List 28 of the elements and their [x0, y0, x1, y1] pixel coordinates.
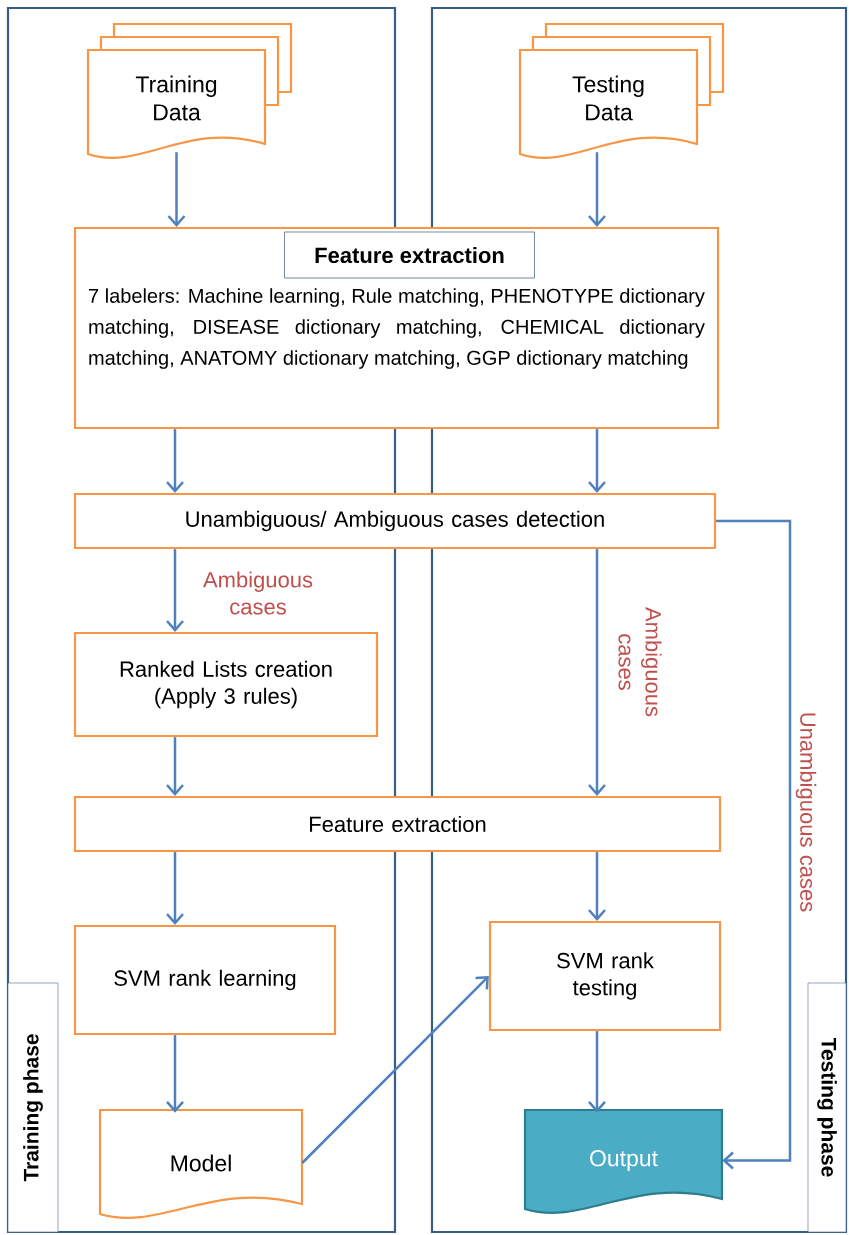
heading-box: Feature extraction — [284, 231, 535, 279]
process-box: Ranked Lists creation (Apply 3 rules) — [73, 631, 379, 738]
edge-label: Ambiguous cases — [617, 591, 663, 733]
arrow — [167, 152, 186, 227]
arrow — [588, 152, 606, 227]
arrow — [588, 549, 606, 796]
arrow — [166, 737, 184, 796]
arrow — [588, 852, 606, 921]
process-box: Unambiguous/ Ambiguous cases detection — [73, 492, 717, 550]
edge-label: Unambiguous cases — [794, 661, 818, 963]
arrow — [166, 852, 184, 925]
arrow — [588, 429, 606, 493]
arrow — [166, 549, 184, 632]
process-box: Feature extraction — [73, 795, 722, 853]
arrow — [166, 429, 184, 493]
process-box: SVM rank learning — [73, 924, 337, 1036]
output-document: Output — [523, 1108, 724, 1214]
phase-label: Training phase — [7, 982, 59, 1233]
document-stack: Testing Data — [518, 22, 725, 159]
arrow — [716, 519, 792, 1170]
phase-label: Testing phase — [807, 982, 847, 1233]
process-box: SVM rank testing — [488, 920, 722, 1032]
document-stack: Training Data — [86, 22, 293, 159]
arrow — [166, 1035, 184, 1113]
process-box: Feature extraction 7 labelers: Machine learning, Rule matching, PHENOTYPE dictionary matching, DISEASE dictionary matching, CHEMICAL dictionary matching, ANATOMY dictionary matching, GGP dictionary matching — [73, 226, 720, 430]
arrow — [588, 1031, 606, 1113]
arrow — [301, 976, 489, 1164]
edge-label: Ambiguous cases — [192, 570, 324, 616]
